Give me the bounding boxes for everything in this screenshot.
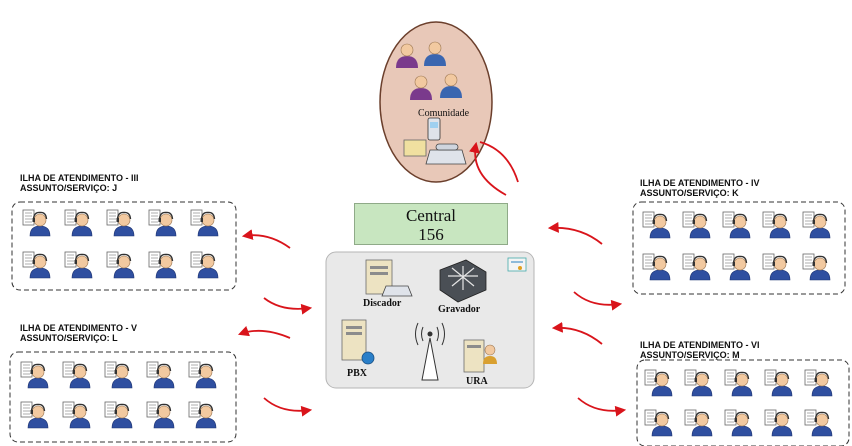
- call-center-agent-icon: [644, 369, 673, 397]
- flow-arrows: [237, 222, 627, 417]
- call-center-agent-icon: [148, 251, 177, 279]
- call-center-agent-icon: [804, 409, 833, 437]
- arrow: [547, 222, 603, 245]
- call-center-agent-icon: [724, 409, 753, 437]
- call-center-agent-icon: [62, 401, 91, 429]
- call-center-agent-icon: [190, 251, 219, 279]
- call-center-agent-icon: [804, 369, 833, 397]
- island-iv-agents: [642, 211, 831, 281]
- arrow: [573, 291, 623, 311]
- island-iv-subtitle: ASSUNTO/SERVIÇO: K: [640, 188, 739, 198]
- call-center-agent-icon: [22, 209, 51, 237]
- central-box: Central 156: [354, 203, 508, 245]
- call-center-agent-icon: [106, 209, 135, 237]
- call-center-agent-icon: [722, 211, 751, 239]
- island-iv-box: [632, 201, 846, 295]
- wireless-antenna-icon: [415, 322, 445, 381]
- call-center-agent-icon: [802, 211, 831, 239]
- telephone-icon: [403, 117, 467, 165]
- island-vi-box: [636, 359, 850, 446]
- call-center-agent-icon: [104, 361, 133, 389]
- arrow: [551, 321, 603, 345]
- pbx-server-icon: [341, 319, 375, 365]
- island-iii-box: [11, 201, 237, 291]
- call-center-agent-icon: [644, 409, 673, 437]
- gravador-router-icon: [439, 259, 487, 303]
- call-center-agent-icon: [106, 251, 135, 279]
- call-center-agent-icon: [682, 211, 711, 239]
- island-v-agents: [20, 361, 217, 429]
- call-center-agent-icon: [104, 401, 133, 429]
- gravador-label: Gravador: [438, 304, 481, 315]
- call-center-agent-icon: [64, 209, 93, 237]
- call-center-agent-icon: [802, 253, 831, 281]
- call-center-agent-icon: [146, 401, 175, 429]
- island-vi-agents: [644, 369, 833, 437]
- call-center-agent-icon: [762, 253, 791, 281]
- ura-label: URA: [466, 376, 488, 387]
- island-iii-subtitle: ASSUNTO/SERVIÇO: J: [20, 183, 118, 193]
- island-v-subtitle: ASSUNTO/SERVIÇO: L: [20, 333, 118, 343]
- arrow: [479, 141, 519, 183]
- call-center-agent-icon: [642, 211, 671, 239]
- certificate-icon: [507, 257, 527, 272]
- call-center-agent-icon: [764, 409, 793, 437]
- central-number: 156: [418, 225, 444, 244]
- island-iii-title: ILHA DE ATENDIMENTO - III: [20, 173, 139, 183]
- call-center-agent-icon: [724, 369, 753, 397]
- call-center-agent-icon: [188, 401, 217, 429]
- arrow: [241, 229, 291, 249]
- call-center-agent-icon: [64, 251, 93, 279]
- call-center-agent-icon: [642, 253, 671, 281]
- pbx-label: PBX: [347, 368, 367, 379]
- island-v-title: ILHA DE ATENDIMENTO - V: [20, 323, 137, 333]
- call-center-agent-icon: [764, 369, 793, 397]
- call-center-agent-icon: [20, 361, 49, 389]
- call-center-agent-icon: [148, 209, 177, 237]
- island-vi-subtitle: ASSUNTO/SERVIÇO: M: [640, 350, 740, 360]
- call-center-agent-icon: [722, 253, 751, 281]
- arrow: [263, 297, 313, 315]
- arrow: [469, 141, 507, 196]
- central-title: Central: [405, 206, 457, 225]
- call-center-agent-icon: [190, 209, 219, 237]
- call-center-agent-icon: [62, 361, 91, 389]
- discador-label: Discador: [363, 298, 402, 309]
- call-center-agent-icon: [684, 369, 713, 397]
- island-iii-agents: [22, 209, 219, 279]
- island-iv-title: ILHA DE ATENDIMENTO - IV: [640, 178, 760, 188]
- call-center-agent-icon: [146, 361, 175, 389]
- call-center-agent-icon: [188, 361, 217, 389]
- community-label: Comunidade: [418, 108, 470, 119]
- arrow: [237, 325, 291, 339]
- island-v-box: [9, 351, 237, 443]
- island-vi-title: ILHA DE ATENDIMENTO - VI: [640, 340, 760, 350]
- call-center-agent-icon: [684, 409, 713, 437]
- call-center-agent-icon: [762, 211, 791, 239]
- arrow: [263, 397, 313, 417]
- discador-server-icon: [365, 259, 413, 297]
- call-center-agent-icon: [22, 251, 51, 279]
- call-center-agent-icon: [20, 401, 49, 429]
- arrow: [577, 397, 627, 417]
- call-center-agent-icon: [682, 253, 711, 281]
- ura-server-icon: [463, 339, 497, 373]
